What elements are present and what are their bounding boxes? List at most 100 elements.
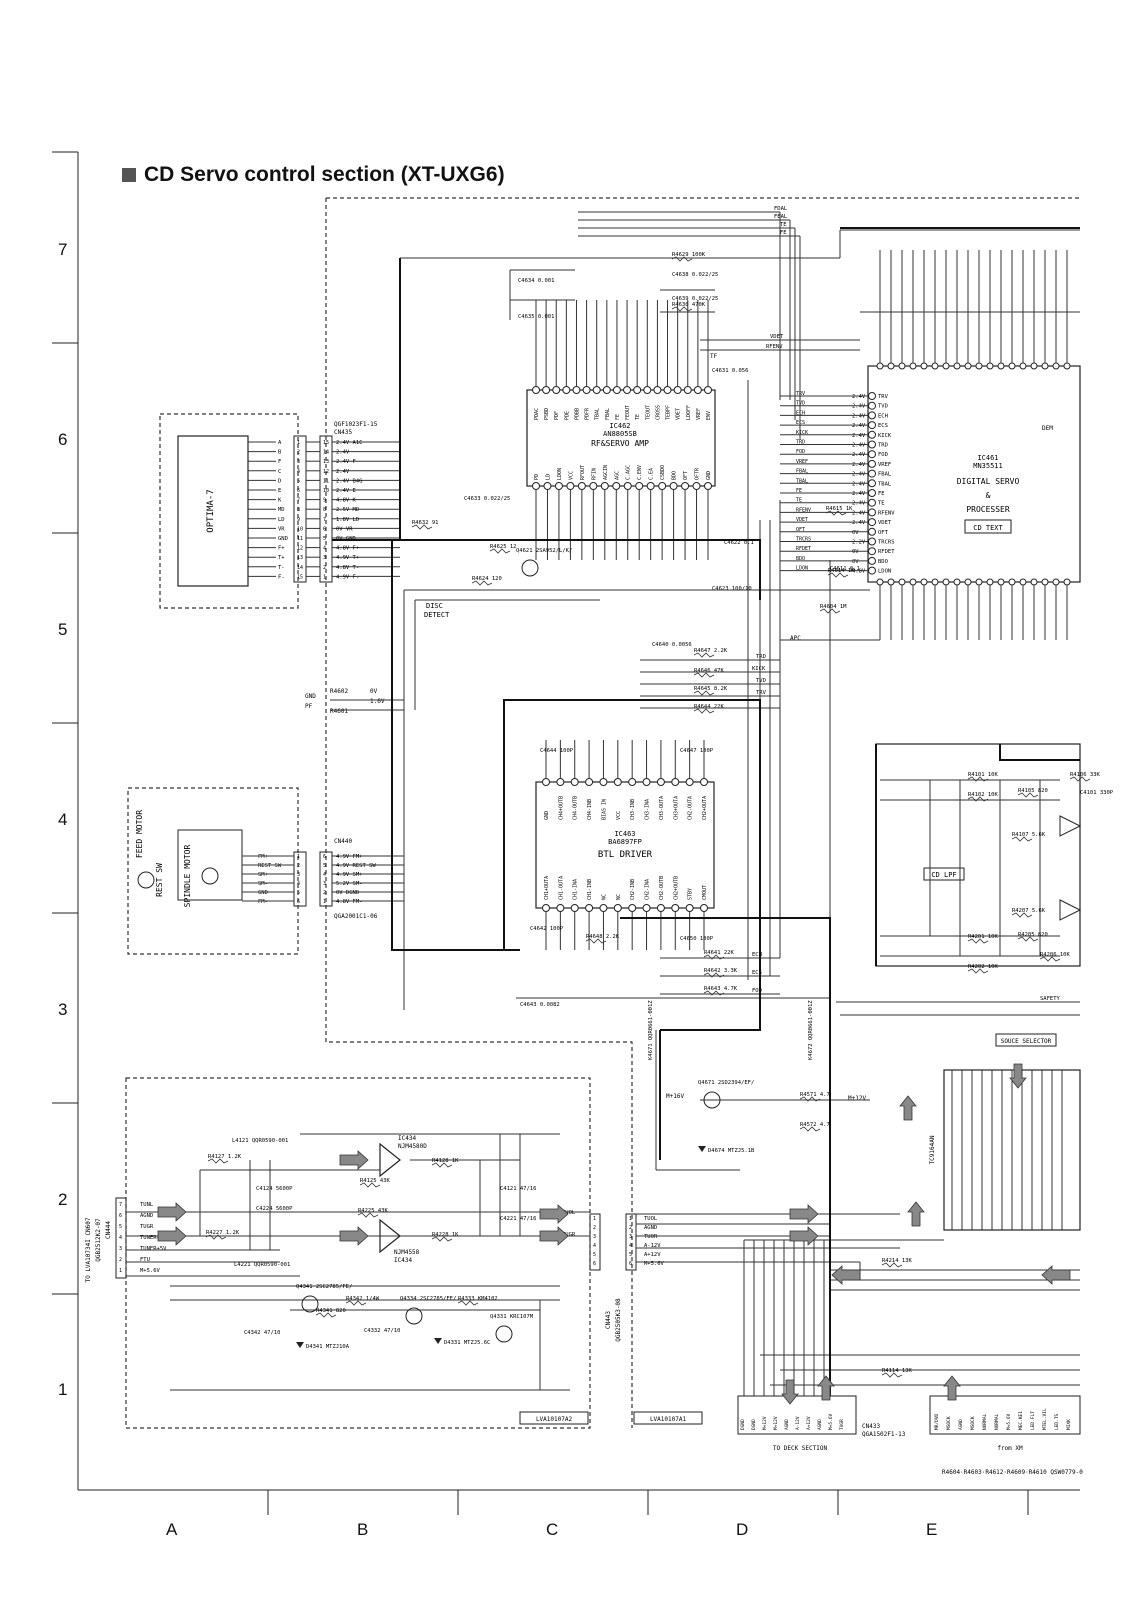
dsp-pin [868,440,876,449]
dsp-pin [868,566,876,575]
dsp-pin [868,556,876,565]
resistor-label: R4205 820 [1018,932,1048,938]
col-label: C [546,1520,559,1539]
cn440-pin-number: 2 [323,890,326,896]
btl-bottom-pin-label: CH1-OUTA [558,876,564,900]
mid-connector-pin: 5 [629,1252,632,1258]
thick-wire [391,540,520,951]
btl-top-pin-label: VCC [616,811,622,820]
apc-label: APC [790,635,801,642]
cn443-part: QGB2505K3-08 [615,1298,622,1342]
dsp-net-label: KICK [796,430,808,436]
deck-connector-label: AGND [817,1419,823,1430]
resistor-symbol [205,1234,227,1240]
m12v-label: M+12V [848,1095,866,1102]
dsp-top-pin [997,362,1005,370]
mid-connector-pin: 6 [629,1261,632,1267]
resistor-label: R4625 12 [490,544,517,550]
dsp-top-pin [1041,362,1049,370]
dsp-top-pin [953,362,961,370]
ic463-part: BA6897FP [608,838,642,846]
dsp-pin-voltage: 2.4V [852,472,866,478]
rf-pin-top [612,386,621,394]
diode-label: D4674 MTZJ5.1B [708,1148,755,1154]
signal-arrow-icon [539,1226,569,1246]
mid-connector-pin: 2 [629,1225,632,1231]
resistor-label: R4105 820 [1018,788,1048,794]
btl-top-pin-label: CH2+OUTA [702,796,708,820]
dsp-net-label: TBAL [796,478,808,484]
motor-pin-label: GND [258,890,268,896]
signal-label: VDET [770,334,784,340]
rf-pin-bottom [589,482,598,490]
rf-pin-bottom [543,482,552,490]
btl-pin-bottom [642,904,651,912]
signal-arrow-icon [899,1095,917,1121]
btl-bottom-pin-label: CH1+OUTA [544,876,550,900]
dsp-pin [868,527,876,536]
rf-top-pin-label: PSBD [544,408,550,420]
rf-pin-top [582,386,591,394]
btl-pin-bottom [628,904,637,912]
resistor-symbol [703,990,725,996]
btl-bottom-pin-label: NC [601,894,607,900]
thick-wires [332,227,1080,1396]
tc9164-label: TC9164AN [929,1135,936,1164]
capacitor-label: C4332 47/10 [364,1328,400,1334]
dsp-net-label: RFDET [796,546,811,552]
pickup-pin-number: 8 [297,507,300,513]
dsp-top-pin [975,362,983,370]
left-connector-label: TUNER+5V [140,1246,167,1252]
motor-pin-number: 5 [297,890,300,896]
pickup-voltage: 4.8V F+ [336,546,360,552]
rf-top-pin-label: PDFR [585,407,591,420]
signal-arrows [157,1063,1071,1405]
xm-connector-label: MEC.KE1 [1018,1411,1024,1430]
dsp-top-pin [1063,362,1071,370]
tf-label: TF [710,353,718,360]
dsp-net-label: TVD [796,401,805,407]
dsp-pin-label: TBAL [878,481,892,487]
dsp-bottom-pin [1063,578,1071,586]
motor-block: FEED MOTOR REST SW SPINDLE MOTOR CN440 Q… [135,810,404,920]
signal-label: KICK [752,666,766,672]
rf-pin-top [633,386,642,394]
resistor-symbol [671,256,693,262]
transistor-symbol [495,1325,513,1343]
rf-pin-bottom [681,482,690,490]
pickup-pin-label: C [278,469,281,475]
dsp-pin [868,518,876,527]
cn435-part: QGF1023F1-15 [334,421,378,428]
rf-pin-top [673,386,682,394]
diode-label: D4331 MTZJ5.6C [444,1340,490,1346]
dsp-pin-label: FOD [878,452,888,458]
resistor-label: R4632 91 [412,520,439,526]
resistor-symbol [881,1372,903,1378]
resistor-symbol [967,796,989,802]
btl-pin-top [542,778,550,786]
mid-connector-pin: 3 [593,1234,596,1240]
title-text: CD Servo control section (XT-UXG6) [144,163,505,186]
pickup-pin-number: 6 [297,488,300,494]
dsp-pin-label: TE [878,501,885,507]
dsp-bottom-pin [1019,578,1027,586]
motor-pin-number: 2 [297,863,300,869]
btl-bottom-pin-label: CH1-INB [587,879,593,900]
cn435-pin-number: 11 [323,478,329,484]
signal-arrow-icon [1041,1265,1071,1285]
dsp-pin-voltage: 2.4V [852,443,866,449]
capacitor-label: C4640 0.0056 [652,642,692,648]
pickup-pin-number: 9 [297,517,300,523]
resistor-symbol [431,1162,453,1168]
signal-arrow-icon [157,1226,187,1246]
motor-pin-label: SM+ [258,872,269,878]
btl-pin-bottom [613,904,622,912]
rf-pin-bottom [577,482,586,490]
signal-arrow-icon [789,1226,819,1246]
dsp-pin [868,469,876,478]
dsp-pin [868,537,876,546]
resistor-symbol [585,938,607,944]
cn435-pin-number: 4 [323,546,326,552]
